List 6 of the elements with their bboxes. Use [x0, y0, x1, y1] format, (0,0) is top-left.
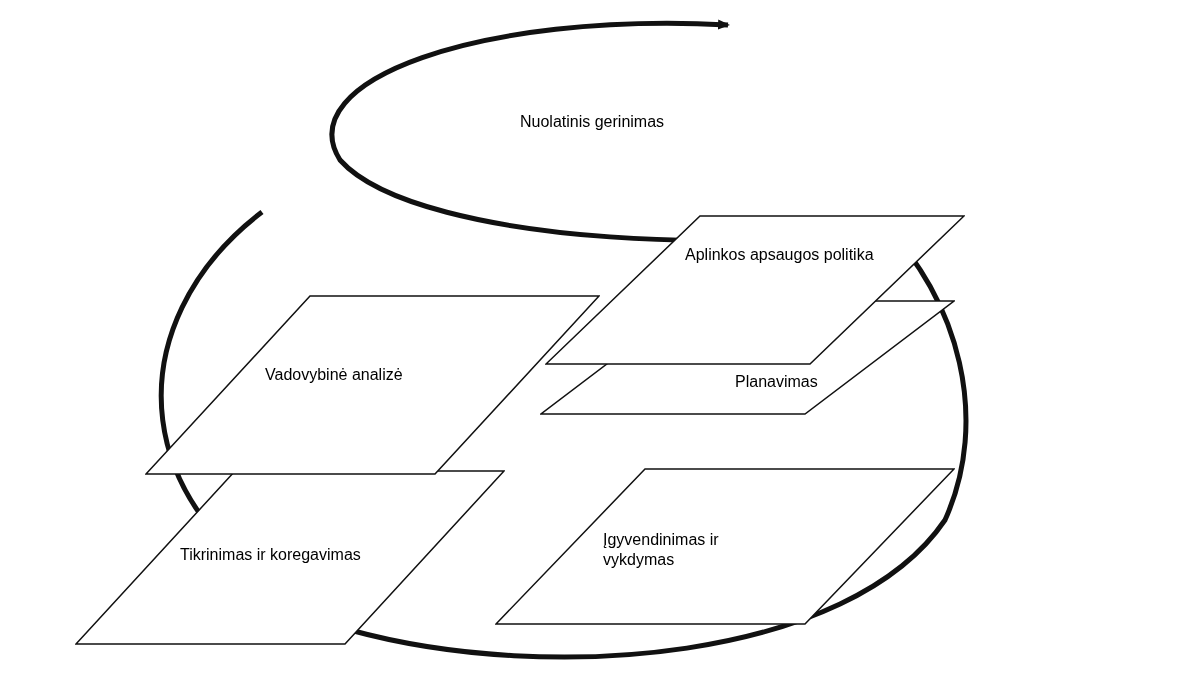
step-label: Įgyvendinimas ir vykdymas — [603, 530, 720, 570]
cycle-label: Nuolatinis gerinimas — [520, 112, 665, 132]
step-label: Tikrinimas ir koregavimas — [180, 545, 362, 565]
step-label: Aplinkos apsaugos politika — [685, 245, 875, 265]
step-label: Planavimas — [735, 372, 819, 392]
step-label: Vadovybinė analizė — [265, 365, 404, 385]
